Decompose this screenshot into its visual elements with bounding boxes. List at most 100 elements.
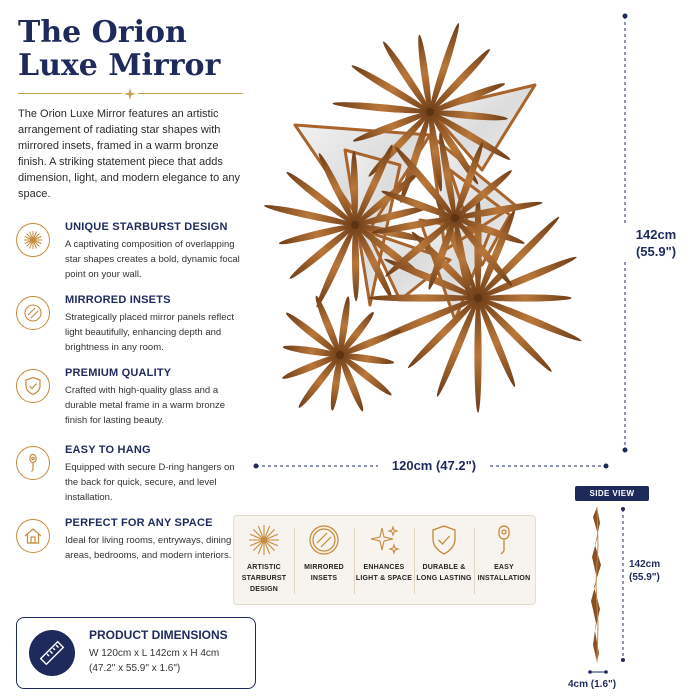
feature-title: EASY TO HANG [65,444,151,456]
product-dimensions-box: PRODUCT DIMENSIONS W 120cm x L 142cm x H… [16,617,256,689]
mirror-pane [420,220,490,320]
bronze-spoke [368,294,478,302]
spoke-hub [474,294,482,302]
spoke-hub [451,214,459,222]
feature-desc: Equipped with secure D-ring hangers on t… [65,462,235,503]
bronze-spoke [330,354,342,411]
bronze-spoke [351,224,360,302]
side-height-in: (55.9") [629,572,660,583]
spoke-hub [426,108,434,116]
bronze-spoke [318,153,356,226]
page-title: The Orion Luxe Mirror [18,15,221,83]
dimensions-imperial: (47.2" x 55.9" x 1.6") [89,663,181,674]
bronze-spoke [354,172,419,226]
bronze-spoke [411,231,479,299]
feature-any-space: PERFECT FOR ANY SPACE Ideal for living r… [16,517,256,587]
feature-desc: Ideal for living rooms, entryways, dinin… [65,535,232,561]
pane-frame [366,230,452,302]
side-depth-label: 4cm (1.6") [568,679,617,690]
bronze-spoke [395,146,456,219]
height-cm: 142cm [635,227,677,242]
bronze-spoke [338,296,350,356]
sparkle-icon [370,525,400,555]
feature-desc: Crafted with high-quality glass and a du… [65,385,225,426]
side-view-badge: SIDE VIEW [575,486,649,501]
bronze-spoke [477,297,552,372]
bronze-spoke [354,206,430,226]
bronze-spoke [474,297,482,413]
bronze-spoke [298,354,341,408]
house-icon [16,519,50,553]
bronze-spoke [385,217,456,277]
feature-title: UNIQUE STARBURST DESIGN [65,221,228,233]
strip-item-enhances-light: ENHANCES LIGHT & SPACE [354,524,414,602]
bronze-spoke [278,224,356,245]
bronze-spoke [454,217,471,300]
dimensions-metric: W 120cm x L 142cm x H 4cm [89,648,220,659]
bronze-spoke [477,297,582,342]
bronze-spoke [428,111,443,192]
bronze-spoke [339,311,374,356]
bronze-spoke [282,354,341,379]
strip-label: MIRRORED INSETS [304,564,344,582]
dimensions-title: PRODUCT DIMENSIONS [89,628,228,642]
side-height-label: 142cm (55.9") [629,558,660,584]
height-in: (55.9") [635,244,677,259]
bronze-spoke [477,216,560,299]
feature-title: MIRRORED INSETS [65,294,171,306]
feature-starburst: UNIQUE STARBURST DESIGN A captivating co… [16,221,256,291]
bronze-spoke [315,295,341,356]
bronze-spoke [428,217,456,290]
bronze-spoke [350,150,359,226]
mirror-illustration [264,23,582,413]
ruler-icon [29,630,75,676]
bronze-spoke [477,256,577,299]
d-ring-hanger-icon [16,446,50,480]
bronze-spoke [429,83,506,113]
intro-paragraph: The Orion Luxe Mirror features an artist… [18,108,240,200]
feature-desc: Strategically placed mirror panels refle… [65,312,234,353]
bronze-spoke [316,224,356,308]
feature-icon-strip: ARTISTIC STARBURST DESIGN MIRRORED INSET… [233,515,536,605]
strip-label: ARTISTIC STARBURST DESIGN [241,564,287,593]
starburst-icon [249,525,279,555]
bronze-spoke [371,217,456,234]
feature-easy-to-hang: EASY TO HANG Equipped with secure D-ring… [16,444,256,514]
pane-frame [428,83,537,172]
shield-check-icon [16,369,50,403]
mirror-icon [309,525,339,555]
bronze-spoke [264,205,356,226]
width-label: 120cm (47.2") [378,457,490,474]
bronze-spoke [407,297,479,369]
spoke-hub [351,221,359,229]
bronze-spoke [332,102,431,114]
diamond-star-icon [124,88,136,100]
bronze-spoke [429,49,490,113]
bronze-spoke [354,224,428,242]
mirror-pane [430,85,535,170]
height-label: 142cm (55.9") [616,226,696,260]
bronze-spoke [339,354,364,412]
feature-title: PREMIUM QUALITY [65,367,172,379]
strip-item-easy-installation: EASY INSTALLATION [474,524,534,602]
bronze-spoke [286,171,356,226]
bronze-spoke [383,41,431,113]
bronze-spoke [454,170,512,219]
feature-desc: A captivating composition of overlapping… [65,239,240,280]
bronze-spoke [282,345,341,357]
strip-item-durable: DURABLE & LONG LASTING [414,524,474,602]
starburst-icon [16,223,50,257]
bronze-spoke [454,217,513,287]
bronze-spoke [289,224,356,279]
strip-item-starburst: ARTISTIC STARBURST DESIGN [234,524,294,602]
strip-label: ENHANCES LIGHT & SPACE [355,564,413,582]
bronze-spoke [429,111,511,160]
bronze-spoke [454,217,525,244]
bronze-spoke [454,201,543,219]
bronze-spoke [477,209,516,299]
bronze-spoke [339,353,395,365]
feature-title: PERFECT FOR ANY SPACE [65,517,213,529]
bronze-spoke [351,65,431,113]
bronze-spoke [352,111,431,142]
bronze-spoke [354,144,393,226]
